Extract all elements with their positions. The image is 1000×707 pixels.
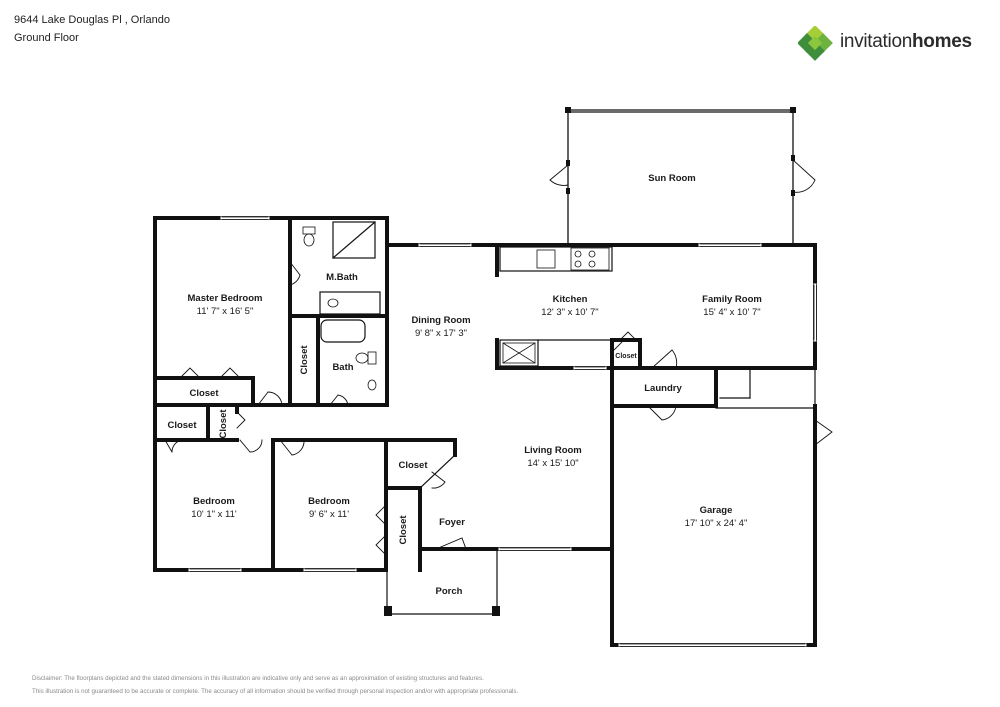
bedroom-1-label: Bedroom — [193, 496, 235, 507]
kitchen-closet-label: Closet — [615, 353, 637, 360]
master-bedroom-label: Master Bedroom — [188, 293, 263, 304]
mbath-label: M.Bath — [326, 272, 358, 283]
fixtures — [302, 226, 610, 391]
foyer-label: Foyer — [439, 517, 465, 528]
window-lines — [189, 216, 817, 647]
detail-walls — [319, 221, 816, 615]
bath-label: Bath — [332, 362, 353, 373]
porch-label: Porch — [436, 586, 463, 597]
brand-mark-icon — [797, 25, 833, 61]
family-room-label: Family Room — [702, 294, 762, 305]
brand-wordmark: invitationhomes — [840, 31, 972, 52]
master-closet-label: Closet — [189, 388, 219, 399]
main-walls — [153, 216, 817, 647]
laundry-label: Laundry — [644, 383, 682, 394]
property-address: 9644 Lake Douglas Pl , Orlando — [14, 14, 170, 26]
living-room-label: Living Room — [524, 445, 582, 456]
family-room-dims: 15' 4" x 10' 7" — [703, 307, 760, 318]
bedroom-1-dims: 10' 1" x 11' — [191, 509, 237, 520]
master-bedroom-dims: 11' 7" x 16' 5" — [197, 306, 254, 317]
hall-closet-label: Closet — [167, 420, 197, 431]
kitchen-label: Kitchen — [553, 294, 588, 305]
sun-room-label: Sun Room — [648, 173, 696, 184]
living-room-dims: 14' x 15' 10" — [527, 458, 578, 469]
dining-room-label: Dining Room — [411, 315, 470, 326]
floor-label: Ground Floor — [14, 32, 79, 44]
window-gaps — [188, 216, 817, 647]
disclaimer-line-2: This illustration is not guaranteed to b… — [32, 688, 519, 695]
door-swings — [164, 159, 833, 556]
hall-small-closet-label: Closet — [218, 409, 229, 439]
posts — [384, 107, 796, 616]
bedroom-2-label: Bedroom — [308, 496, 350, 507]
garage-dims: 17' 10" x 24' 4" — [685, 518, 748, 529]
bedroom2-closet-label: Closet — [398, 515, 409, 545]
dining-room-dims: 9' 8" x 17' 3" — [415, 328, 467, 339]
brand-logo: invitationhomes — [797, 25, 983, 62]
bedroom-2-dims: 9' 6" x 11' — [309, 509, 349, 520]
sun-room-walls — [567, 109, 794, 246]
disclaimer-line-1: Disclaimer: The floorplans depicted and … — [32, 675, 484, 682]
kitchen-dims: 12' 3" x 10' 7" — [541, 307, 598, 318]
room-labels: Sun Room Master Bedroom 11' 7" x 16' 5" … — [167, 173, 761, 597]
foyer-closet-label: Closet — [398, 460, 428, 471]
mbath-side-closet-label: Closet — [299, 345, 310, 375]
garage-label: Garage — [700, 505, 733, 516]
